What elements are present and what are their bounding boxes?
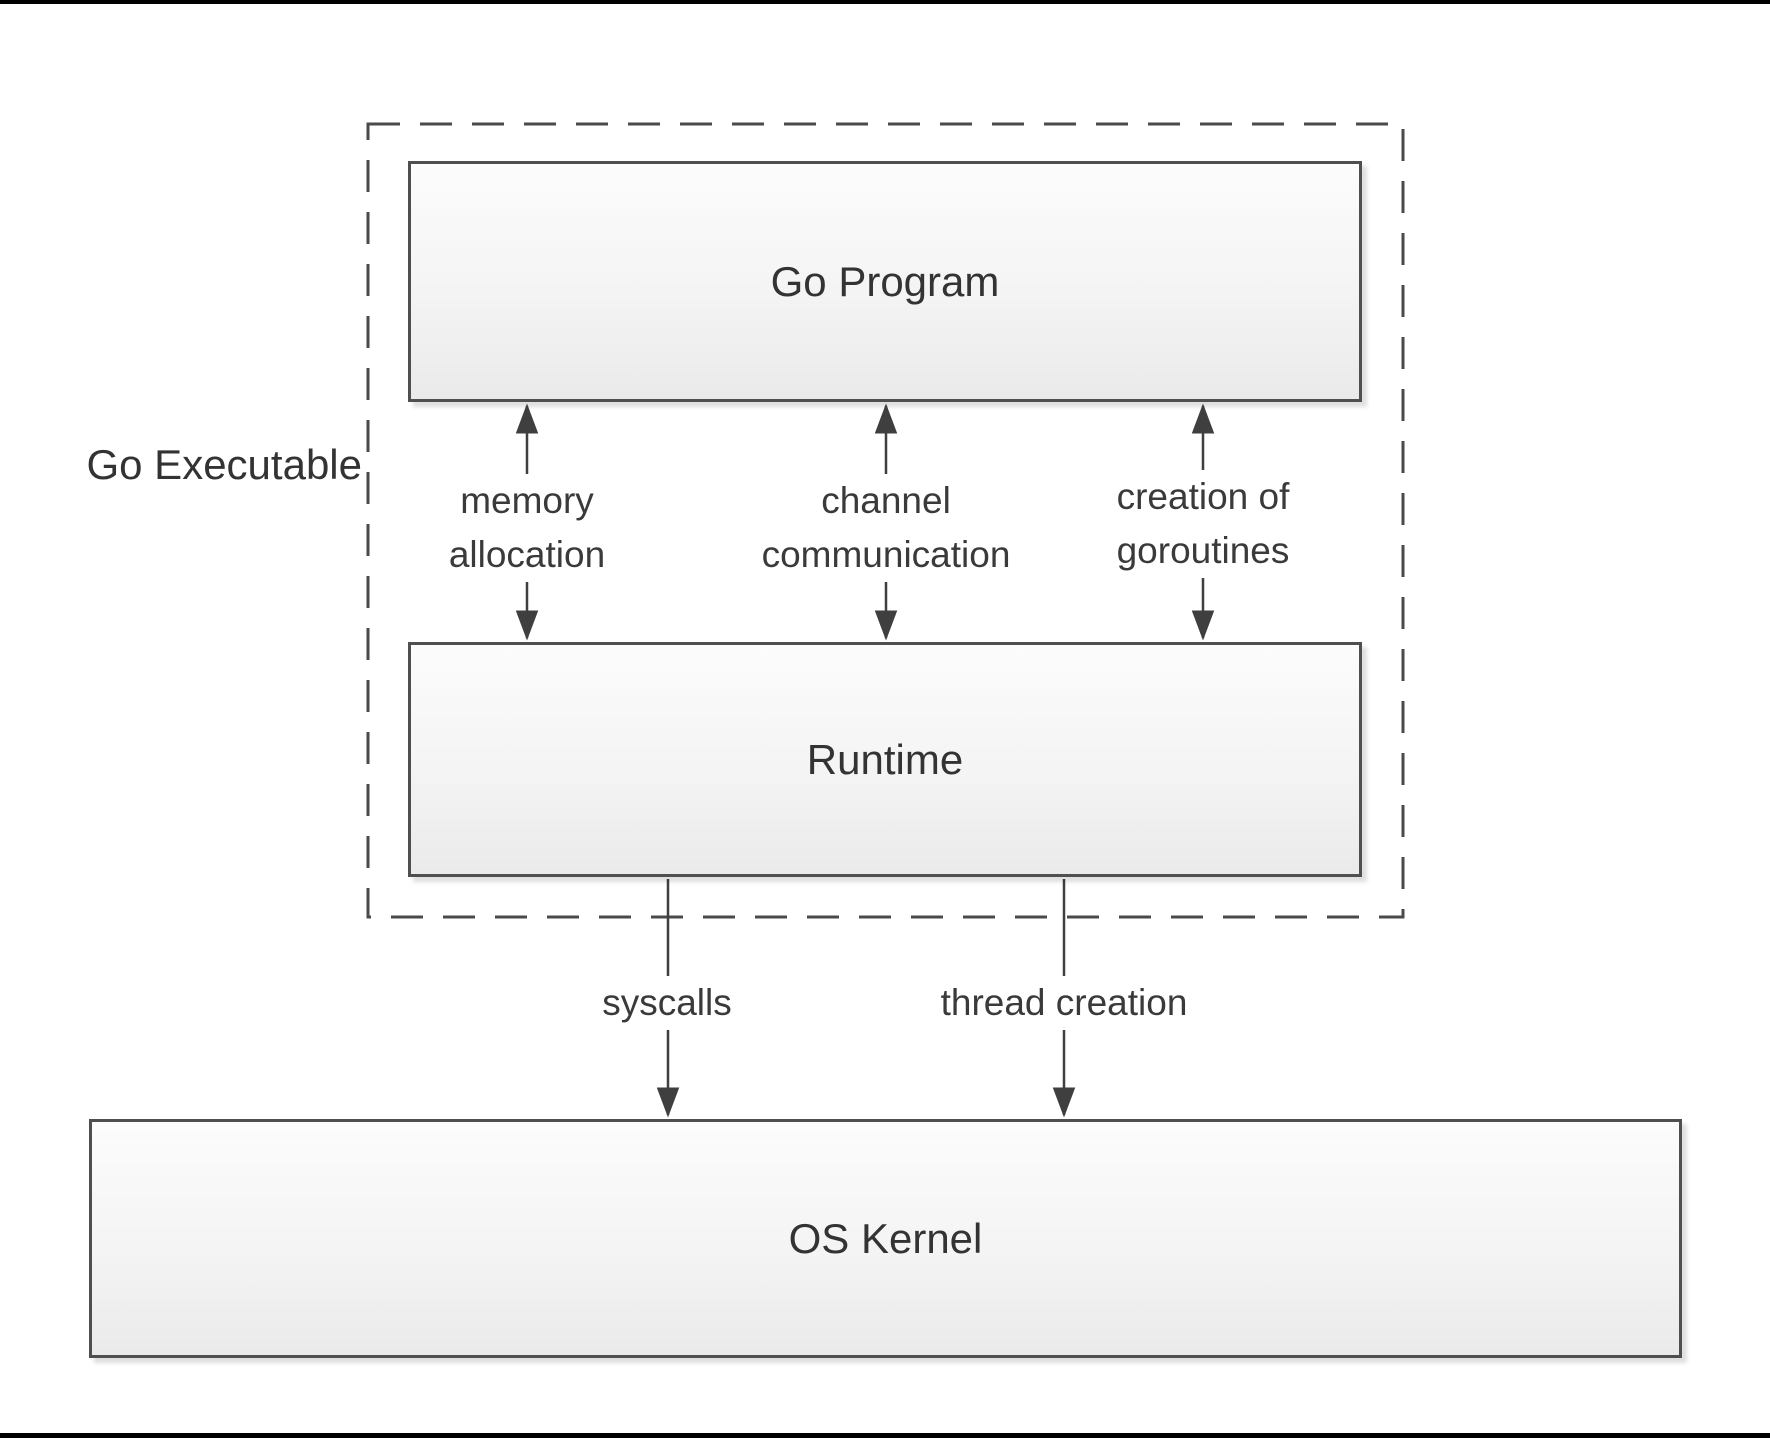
- edge-label-thread-creation: thread creation: [932, 976, 1196, 1030]
- go-executable-dashed-boundary: [366, 122, 1405, 919]
- go-executable-group-label: Go Executable: [86, 441, 362, 488]
- edge-label-syscalls: syscalls: [594, 976, 740, 1030]
- edge-label-creation-of-goroutines: creation of goroutines: [1108, 470, 1298, 578]
- bottom-black-bar: [0, 1433, 1770, 1438]
- edge-label-channel-communication: channel communication: [753, 474, 1019, 582]
- os-kernel-label: OS Kernel: [788, 1214, 983, 1262]
- os-kernel-box: OS Kernel: [89, 1119, 1682, 1358]
- go-program-label: Go Program: [770, 257, 1000, 305]
- top-black-bar: [0, 0, 1770, 4]
- runtime-box: Runtime: [408, 642, 1362, 877]
- runtime-label: Runtime: [806, 735, 964, 783]
- go-program-box: Go Program: [408, 161, 1362, 402]
- edge-label-memory-allocation: memory allocation: [440, 474, 614, 582]
